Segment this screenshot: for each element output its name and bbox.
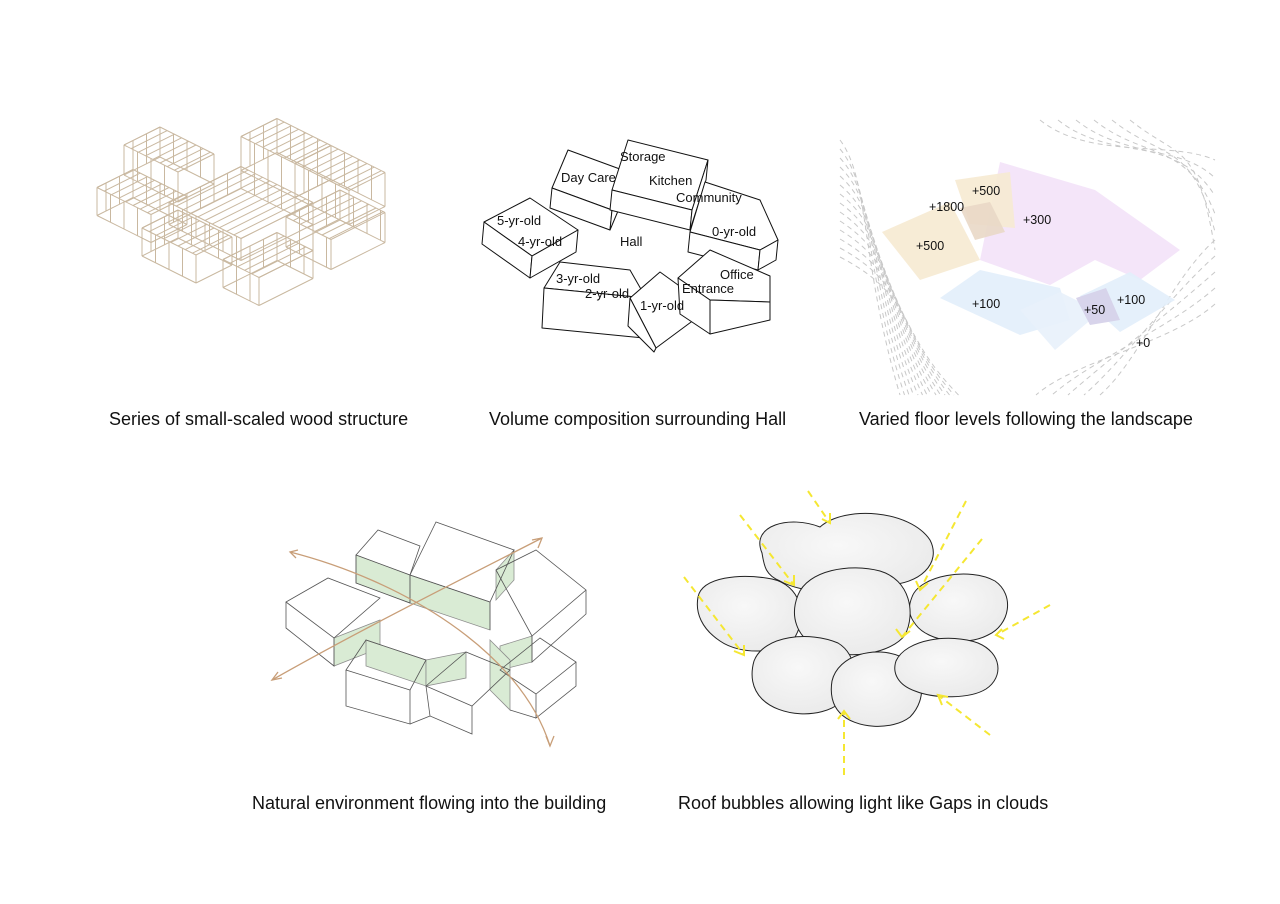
label-one-yr: 1-yr-old: [640, 298, 684, 313]
label-day-care: Day Care: [561, 170, 616, 185]
light-rays: [683, 490, 1051, 775]
label-three-yr: 3-yr-old: [556, 271, 600, 286]
bubble-right: [908, 573, 1009, 642]
volume-composition-panel: Storage Day Care Kitchen Community 5-yr-…: [470, 130, 800, 360]
zone-blue-mid: [1020, 292, 1100, 350]
roof-bubbles-panel: [680, 485, 1060, 785]
volume-zero-yr: [687, 181, 779, 271]
level-plus-500-lower: +500: [916, 239, 944, 253]
zone-overlap: [960, 202, 1005, 240]
level-plus-100-left: +100: [972, 297, 1000, 311]
level-plus-0: +0: [1136, 336, 1150, 350]
caption-wood-structure: Series of small-scaled wood structure: [109, 409, 409, 429]
label-two-yr: 2-yr-old: [585, 286, 629, 301]
wood-structure-drawing: [96, 118, 386, 306]
roof-bubbles: [696, 512, 1009, 727]
volume-composition-drawing: Storage Day Care Kitchen Community 5-yr-…: [481, 139, 779, 353]
floor-levels-panel: +500 +1800 +300 +500 +100 +50 +100 +0: [839, 119, 1216, 396]
caption-roof-bubbles: Roof bubbles allowing light like Gaps in…: [678, 793, 1049, 813]
light-arrowheads: [733, 513, 1005, 720]
label-kitchen: Kitchen: [649, 173, 692, 188]
level-plus-500-upper: +500: [972, 184, 1000, 198]
volume-four-yr: [481, 197, 579, 279]
floor-levels-drawing: +500 +1800 +300 +500 +100 +50 +100 +0: [839, 119, 1216, 396]
nature-flow-drawing: [270, 521, 587, 748]
nature-flow-panel: [260, 510, 600, 760]
flow-arrow-curved: [289, 551, 551, 747]
environment-flow-arrows: [270, 537, 555, 748]
wood-structure-panel: [96, 118, 420, 365]
label-office: Office: [720, 267, 754, 282]
label-entrance: Entrance: [682, 281, 734, 296]
label-zero-yr: 0-yr-old: [712, 224, 756, 239]
zone-purple: [1076, 288, 1120, 325]
volume-office: [677, 249, 771, 335]
level-zones: [882, 162, 1180, 350]
level-plus-50: +50: [1084, 303, 1105, 317]
level-plus-300: +300: [1023, 213, 1051, 227]
volume-two-yr: [541, 261, 647, 339]
flow-arrow-diagonal: [271, 537, 543, 681]
label-hall: Hall: [620, 234, 643, 249]
caption-nature-flow: Natural environment flowing into the bui…: [252, 793, 607, 813]
caption-floor-levels: Varied floor levels following the landsc…: [859, 409, 1193, 429]
label-community: Community: [676, 190, 742, 205]
level-plus-1800: +1800: [929, 200, 964, 214]
zone-yellow-lower: [882, 202, 980, 280]
bubble-bottom-right: [894, 637, 999, 698]
zone-pink: [980, 162, 1180, 285]
label-five-yr: 5-yr-old: [497, 213, 541, 228]
label-four-yr: 4-yr-old: [518, 234, 562, 249]
volume-kitchen: [609, 139, 709, 231]
caption-volume-composition: Volume composition surrounding Hall: [489, 409, 787, 429]
level-plus-100-right: +100: [1117, 293, 1145, 307]
roof-bubbles-drawing: [683, 490, 1051, 775]
volume-one-yr: [627, 271, 711, 353]
landscape-contours: [839, 119, 1216, 396]
building-boxes: [285, 521, 587, 735]
label-storage: Storage: [620, 149, 666, 164]
